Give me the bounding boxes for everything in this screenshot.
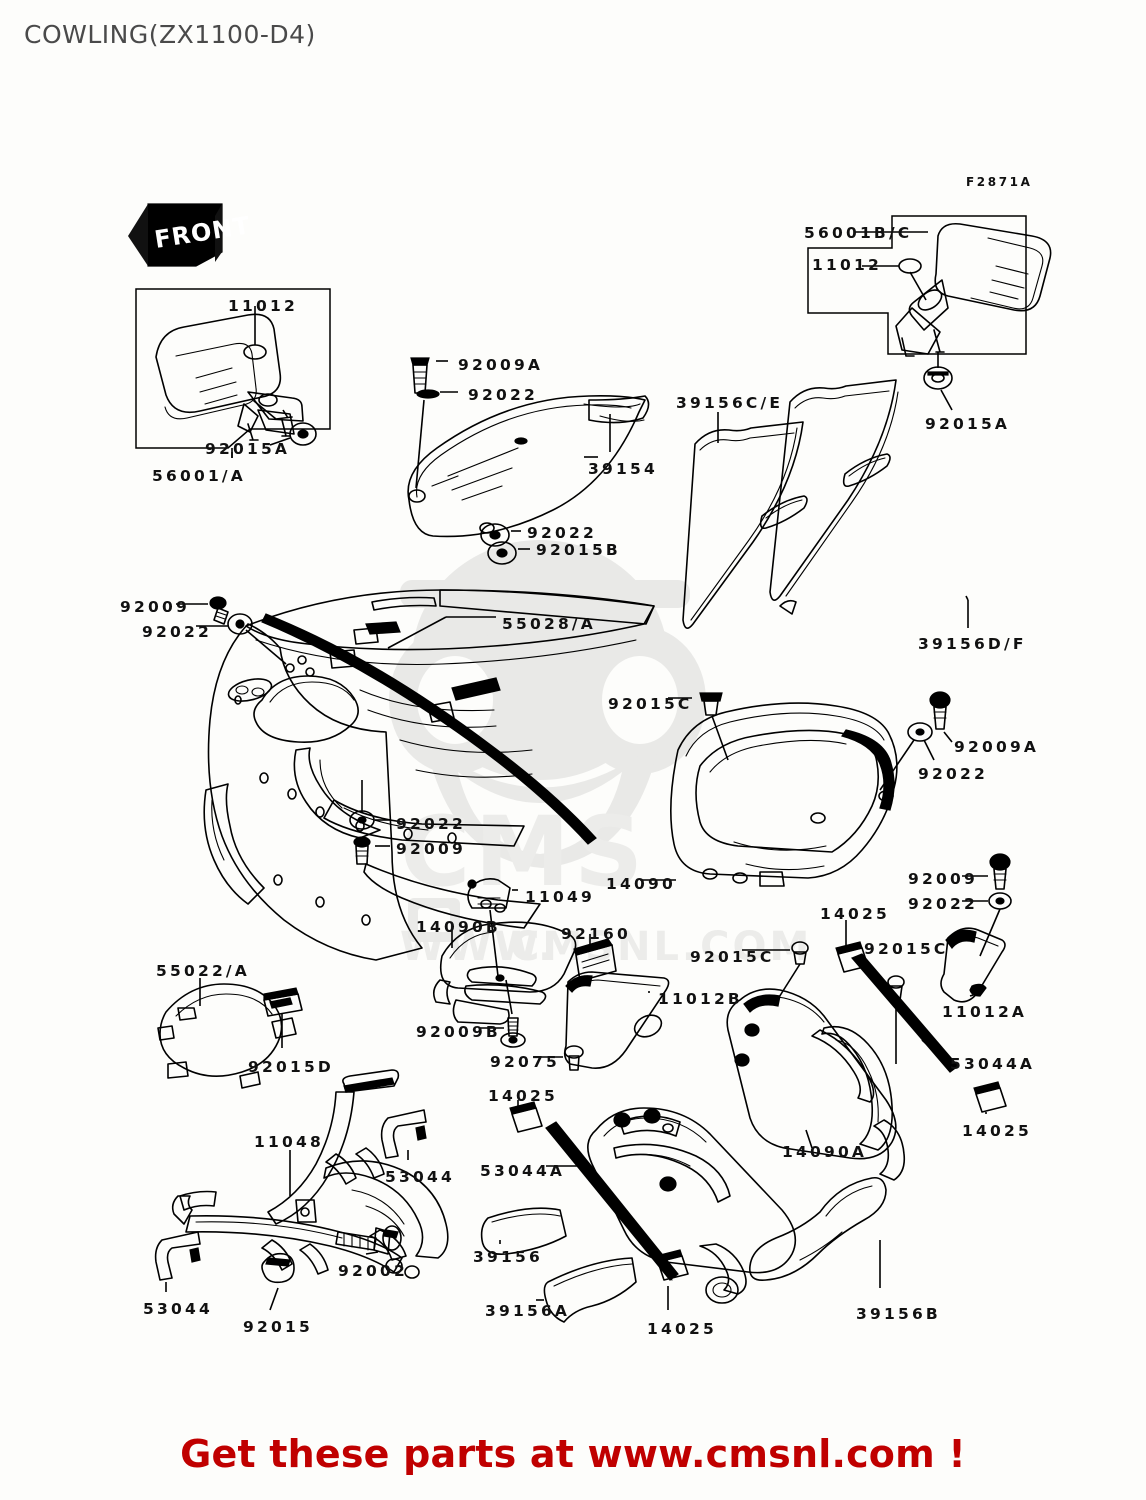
part-number-label: 92009 (396, 840, 466, 858)
part-number-label: 92015C (864, 940, 949, 958)
pad-39156 (480, 1207, 567, 1256)
part-number-label: 92015A (205, 440, 291, 458)
part-number-label: 53044 (385, 1168, 455, 1186)
part-number-label: 92009B (416, 1023, 501, 1041)
part-number-label: 39154 (588, 460, 658, 478)
screw-92009-left (209, 596, 229, 625)
part-number-label: 14025 (820, 905, 890, 923)
part-number-label: 11012 (812, 256, 882, 274)
main-cowling-55028 (176, 589, 655, 961)
clip-53044-left (154, 1231, 201, 1281)
part-number-label: 11048 (254, 1133, 324, 1151)
damper-92160 (573, 938, 617, 982)
part-number-label: 92022 (918, 765, 988, 783)
part-number-label: 39156 (473, 1248, 543, 1266)
side-panel-39156CE (682, 421, 808, 629)
part-number-label: 39156A (485, 1302, 571, 1320)
part-number-label: 92075 (490, 1053, 560, 1071)
part-number-label: 92002 (338, 1262, 408, 1280)
screw-92009B (500, 1017, 526, 1048)
clip-53044-right (380, 1109, 427, 1159)
part-number-label: 92160 (561, 925, 631, 943)
plug-92015C-mid (791, 941, 809, 965)
screw-92009A-right (929, 691, 951, 730)
duct-11012B (563, 971, 670, 1069)
clip-14025-c (509, 1101, 543, 1133)
part-number-label: 14025 (488, 1087, 558, 1105)
plug-92015C (699, 692, 723, 716)
right-mirror-assembly (807, 215, 1052, 411)
part-number-label: 53044A (480, 1162, 566, 1180)
part-number-label: 92022 (908, 895, 978, 913)
part-number-label: 55028/A (502, 615, 596, 633)
bolt-92002 (335, 1225, 402, 1255)
left-mirror-assembly (135, 288, 331, 458)
part-number-label: 39156D/F (918, 635, 1027, 653)
part-number-label: 56001B/C (804, 224, 913, 242)
plug-92015C-right (887, 975, 905, 1001)
duct-11012A (940, 927, 1006, 1003)
clip-14025-b (973, 1081, 1007, 1113)
side-panel-39156DF (717, 379, 969, 628)
lower-panel-14090A (509, 853, 1012, 1310)
part-number-label: 92015 (243, 1318, 313, 1336)
part-number-label: 92015C (608, 695, 693, 713)
stay-11048 (154, 1069, 449, 1311)
part-number-label: 39156C/E (676, 394, 784, 412)
screw-92009-right2 (989, 853, 1011, 890)
parts-diagram: .k{fill:none;stroke:#000;stroke-width:1.… (128, 203, 1052, 1323)
screw-92009A (410, 357, 430, 394)
part-number-label: 14090A (782, 1143, 868, 1161)
part-number-label: 14025 (647, 1320, 717, 1338)
part-number-label: 11012B (658, 990, 743, 1008)
part-number-label: 92022 (396, 815, 466, 833)
part-number-label: 11012A (942, 1003, 1028, 1021)
part-number-label: 92022 (468, 386, 538, 404)
clip-14025-a (835, 941, 869, 973)
strip-53044A-left (545, 1121, 679, 1281)
part-number-label: 53044A (950, 1055, 1036, 1073)
part-number-label: 14090B (416, 918, 501, 936)
part-number-label: 56001/A (152, 467, 246, 485)
cover-55022 (157, 978, 303, 1089)
windscreen-39154 (407, 357, 650, 565)
clip-14025-d (655, 1249, 689, 1281)
part-number-label: 14025 (962, 1122, 1032, 1140)
part-number-label: 53044 (143, 1300, 213, 1318)
part-number-label: 92009A (954, 738, 1040, 756)
part-number-label: 92015A (925, 415, 1011, 433)
part-number-label: 11012 (228, 297, 298, 315)
part-number-label: 92015D (248, 1058, 334, 1076)
part-number-label: 92009A (458, 356, 544, 374)
part-number-label: 11049 (525, 888, 595, 906)
part-number-label: 39156B (856, 1305, 941, 1323)
part-number-label: F2871A (966, 175, 1033, 189)
part-number-label: 92022 (142, 623, 212, 641)
bracket-14090B (432, 878, 617, 1071)
front-arrow-marker: FRONT (128, 203, 252, 267)
part-number-label: 92015C (690, 948, 775, 966)
watermark: CMS WWW. CMSNL.COM (389, 540, 809, 970)
screw-92009-bottom (353, 836, 371, 865)
part-number-label: 92009 (908, 870, 978, 888)
part-number-label: 92015B (536, 541, 621, 559)
part-number-label: 55022/A (156, 962, 250, 980)
pad-39156B (749, 1176, 887, 1282)
page-title: COWLING(ZX1100-D4) (24, 20, 316, 49)
part-number-label: 92022 (527, 524, 597, 542)
inner-cover-14090 (640, 691, 953, 887)
pad-39156A (543, 1257, 637, 1323)
part-number-label: 14090 (606, 875, 676, 893)
footer-promo: Get these parts at www.cmsnl.com ! (180, 1432, 966, 1476)
clip-92015D (263, 987, 303, 1017)
part-number-label: 92009 (120, 598, 190, 616)
nut-92015 (261, 1252, 295, 1284)
